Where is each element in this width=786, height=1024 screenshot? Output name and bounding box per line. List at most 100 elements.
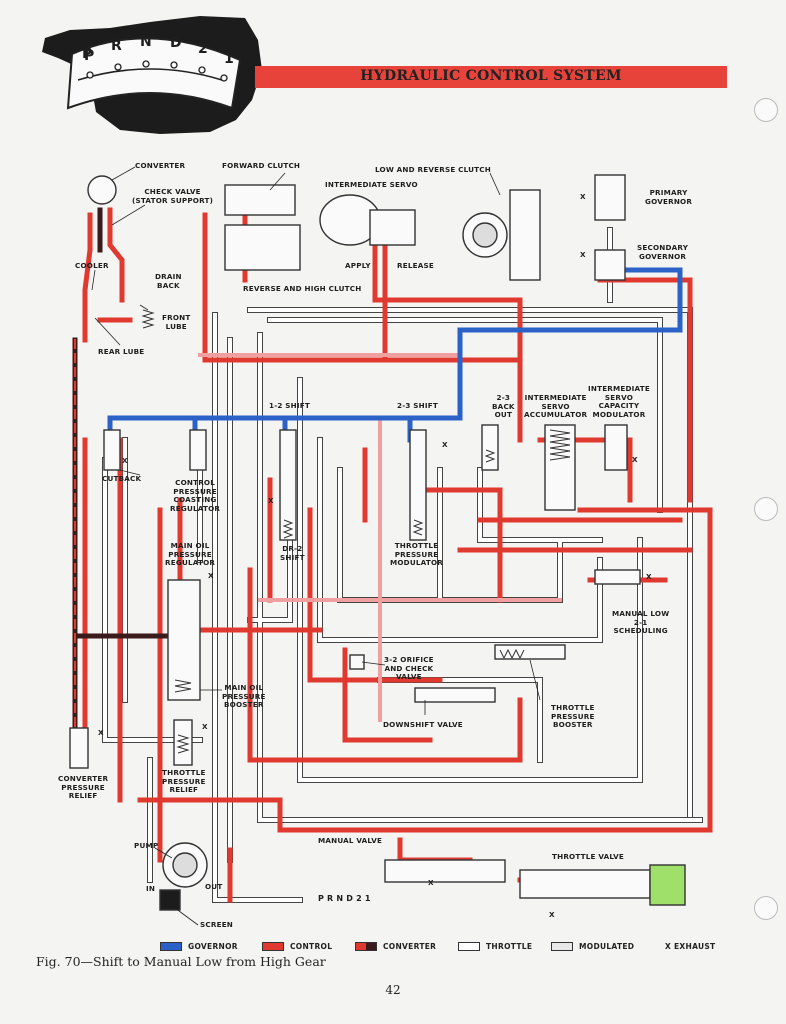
throttle-valve-body: [519, 869, 651, 899]
legend-swatch: [551, 941, 573, 951]
selector-dial: [66, 37, 242, 110]
label-secondary-governor: SECONDARY GOVERNOR: [637, 243, 689, 261]
figure-caption: Fig. 70—Shift to Manual Low from High Ge…: [36, 954, 326, 969]
exhaust-mark: X: [632, 455, 638, 464]
label-out: OUT: [205, 882, 223, 891]
label-check-valve: CHECK VALVE (STATOR SUPPORT): [132, 187, 214, 205]
label-front-lube: FRONT LUBE: [162, 313, 191, 331]
binder-hole: [754, 497, 778, 521]
label-shift-2-3: 2-3 SHIFT: [397, 401, 438, 410]
label-in: IN: [146, 884, 156, 893]
legend-exhaust: X EXHAUST: [665, 940, 715, 952]
legend-modulated: MODULATED: [551, 940, 634, 952]
capacity-modulator-valve: [604, 424, 628, 471]
legend-label: THROTTLE: [486, 941, 533, 951]
label-shift-1-2: 1-2 SHIFT: [269, 401, 310, 410]
label-throttle-relief: THROTTLE PRESSURE RELIEF: [162, 768, 206, 795]
label-manual-valve: MANUAL VALVE: [318, 836, 383, 845]
label-backout-2-3: 2-3 BACK OUT: [492, 393, 515, 420]
shift-1-2-valve: [279, 429, 297, 541]
primary-governor: [594, 174, 626, 221]
main-regulator-valve: [167, 579, 201, 701]
exhaust-mark: X: [202, 722, 208, 731]
label-converter-relief: CONVERTER PRESSURE RELIEF: [58, 774, 109, 801]
selector-label-d: D: [170, 35, 182, 51]
legend-label: X EXHAUST: [665, 941, 716, 951]
exhaust-mark: X: [549, 910, 555, 919]
reverse-high-clutch: [224, 224, 301, 271]
selector-p: P: [84, 48, 94, 64]
legend-swatch: [262, 941, 284, 951]
shift-2-3-valve: [409, 429, 427, 541]
legend-label: GOVERNOR: [188, 941, 238, 951]
title-banner: HYDRAULIC CONTROL SYSTEM: [255, 66, 727, 88]
label-forward-clutch: FORWARD CLUTCH: [222, 161, 301, 170]
throttle-booster-valve: [494, 644, 566, 660]
label-converter: CONVERTER: [135, 161, 186, 170]
exhaust-mark: X: [122, 456, 128, 465]
exhaust-mark: X: [646, 572, 652, 581]
exhaust-mark: X: [428, 878, 434, 887]
label-drain-back: DRAIN BACK: [155, 272, 182, 290]
secondary-governor: [594, 249, 626, 281]
label-coasting-regulator: CONTROL PRESSURE COASTING REGULATOR: [170, 478, 221, 513]
exhaust-mark: X: [208, 571, 214, 580]
selector-label-2: 2: [198, 41, 208, 57]
converter-relief-valve: [69, 727, 89, 769]
selector-label-1: 1: [224, 51, 234, 67]
exhaust-mark: X: [98, 728, 104, 737]
binder-hole: [754, 98, 778, 122]
exhaust-mark: X: [580, 192, 586, 201]
label-throttle-pressure-modulator: THROTTLE PRESSURE MODULATOR: [390, 541, 443, 568]
page-number: 42: [385, 983, 401, 997]
label-dr2-shift: DR-2 SHIFT: [280, 544, 305, 562]
label-pump: PUMP: [134, 841, 159, 850]
legend-governor: GOVERNOR: [160, 940, 238, 952]
legend-swatch: [458, 941, 480, 951]
label-manual-low-scheduling: MANUAL LOW 2-1 SCHEDULING: [612, 609, 670, 636]
label-downshift-valve: DOWNSHIFT VALVE: [383, 720, 463, 729]
converter-body: [87, 175, 117, 205]
legend-swatch: [160, 941, 182, 951]
label-main-oil-regulator: MAIN OIL PRESSURE REGULATOR: [165, 541, 216, 568]
orifice-check-valve: [349, 654, 365, 670]
legend-label: CONTROL: [290, 941, 333, 951]
label-apply: APPLY: [345, 261, 371, 270]
exhaust-mark: X: [442, 440, 448, 449]
manual-valve-body: [384, 859, 506, 883]
page-title: HYDRAULIC CONTROL SYSTEM: [360, 68, 622, 84]
legend-control: CONTROL: [262, 940, 332, 952]
label-reverse-high-clutch: REVERSE AND HIGH CLUTCH: [243, 284, 362, 293]
label-cooler: COOLER: [75, 261, 109, 270]
exhaust-mark: X: [580, 250, 586, 259]
coasting-regulator-valve: [189, 429, 207, 471]
label-primary-governor: PRIMARY GOVERNOR: [645, 188, 693, 206]
legend-converter: CONVERTER: [355, 940, 436, 952]
label-main-oil-booster: MAIN OIL PRESSURE BOOSTER: [222, 683, 266, 710]
label-screen: SCREEN: [200, 920, 234, 929]
legend-throttle: THROTTLE: [458, 940, 532, 952]
label-manual-scale: P R N D 2 1: [318, 894, 371, 903]
forward-clutch: [224, 184, 296, 216]
label-release: RELEASE: [397, 261, 434, 270]
selector-label-n: N: [140, 34, 152, 50]
binder-hole: [754, 896, 778, 920]
cutback-valve: [103, 429, 121, 471]
scheduling-valve: [594, 569, 641, 585]
backout-valve: [481, 424, 499, 471]
label-servo-accumulator: INTERMEDIATE SERVO ACCUMULATOR: [524, 393, 588, 420]
label-orifice-check-valve: 3-2 ORIFICE AND CHECK VALVE: [384, 655, 434, 682]
label-throttle-valve: THROTTLE VALVE: [552, 852, 625, 861]
label-cutback: CUTBACK: [102, 474, 142, 483]
legend-swatch: [355, 941, 377, 951]
selector-label-r: R: [111, 38, 122, 54]
legend-label: CONVERTER: [383, 941, 437, 951]
label-low-reverse-clutch: LOW AND REVERSE CLUTCH: [375, 165, 491, 174]
legend-label: MODULATED: [579, 941, 635, 951]
label-throttle-booster: THROTTLE PRESSURE BOOSTER: [551, 703, 595, 730]
downshift-valve-body: [414, 687, 496, 703]
label-intermediate-servo: INTERMEDIATE SERVO: [325, 180, 418, 189]
label-rear-lube: REAR LUBE: [98, 347, 145, 356]
